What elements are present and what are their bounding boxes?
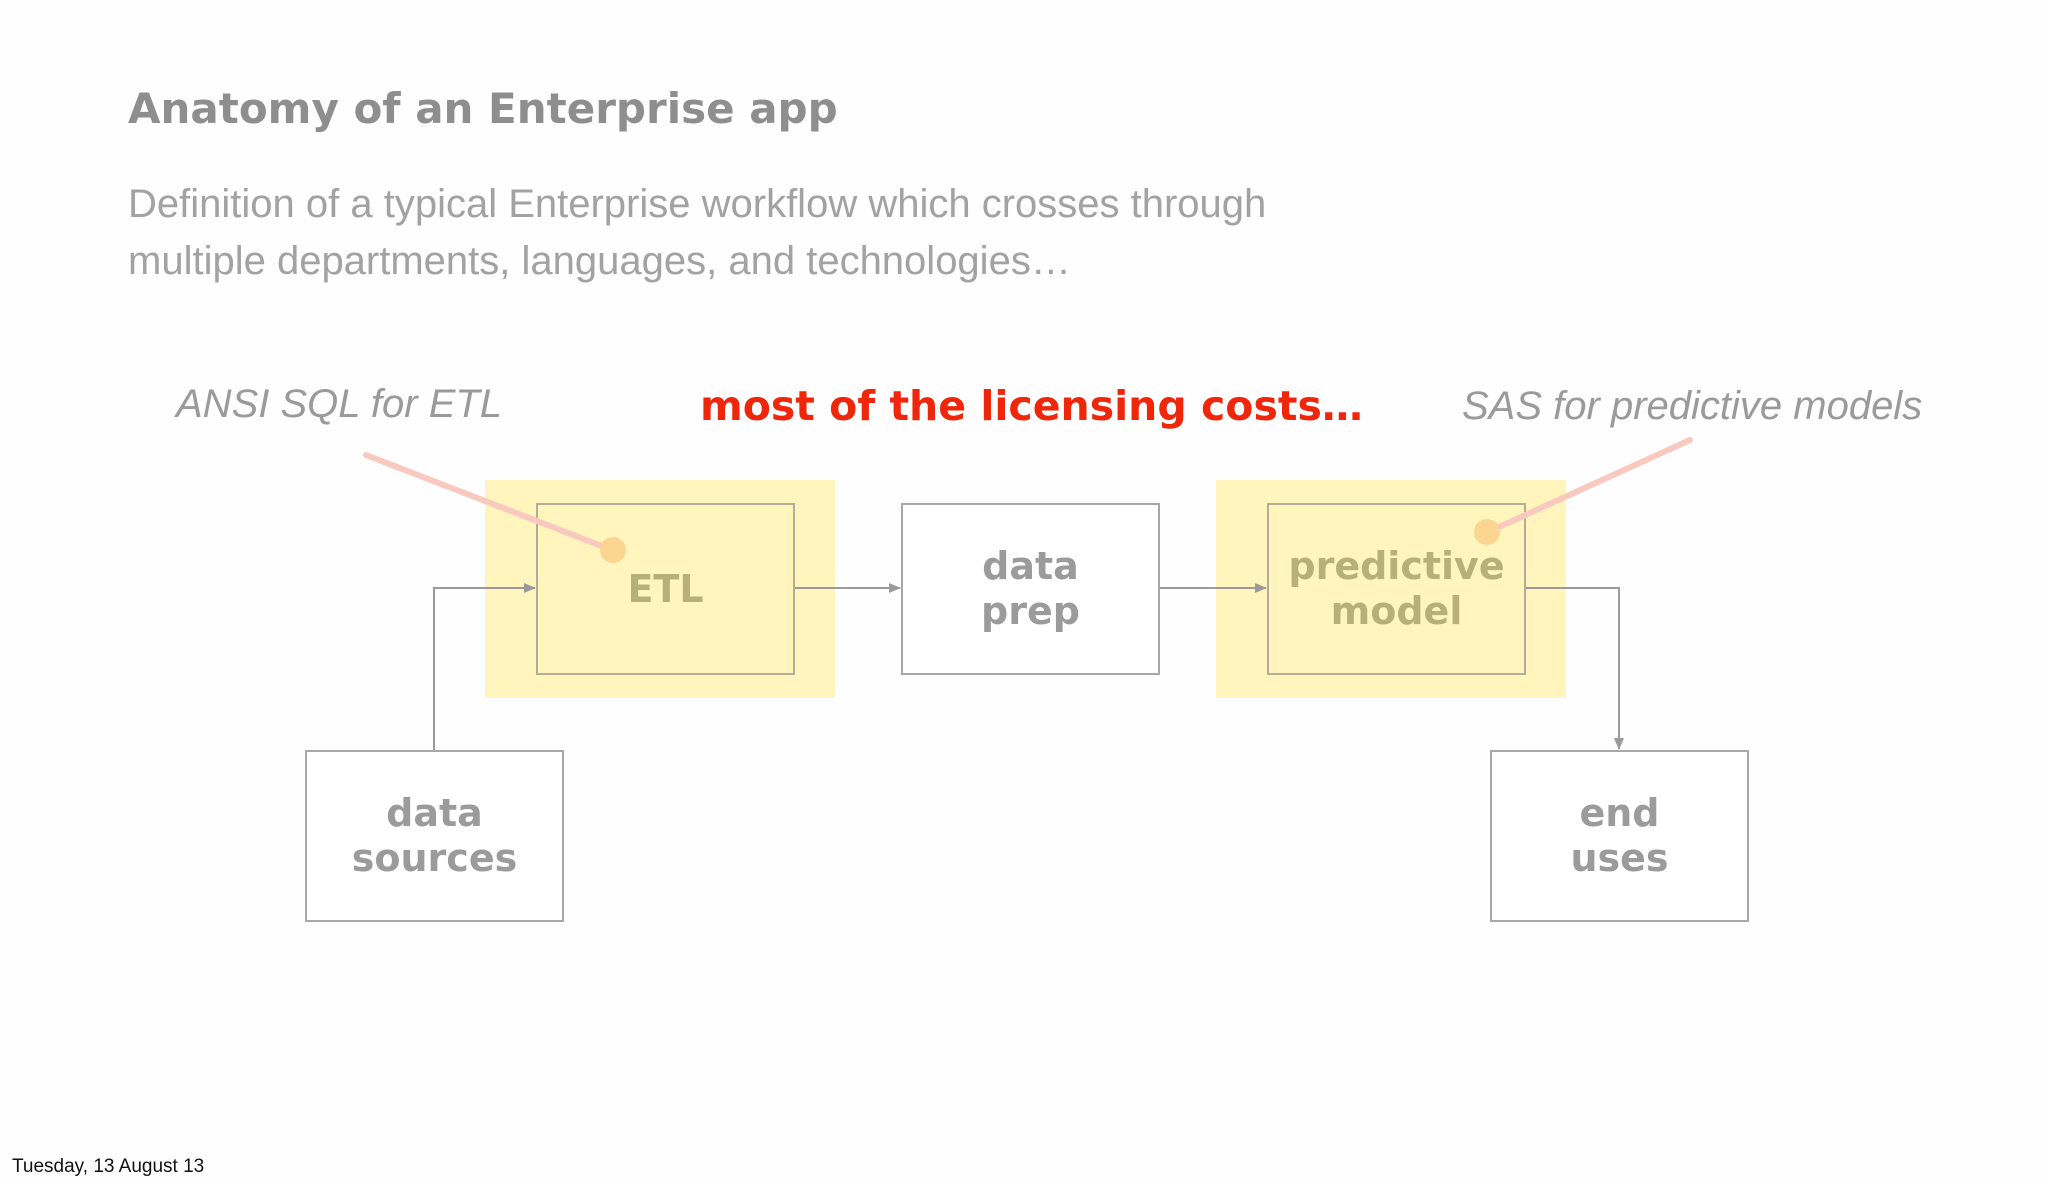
node-data-prep-label-1: data <box>982 544 1079 588</box>
node-data-sources-label-1: data <box>386 791 483 835</box>
node-etl: ETL <box>536 503 795 675</box>
subtitle-line-1: Definition of a typical Enterprise workf… <box>128 182 1267 226</box>
slide-title: Anatomy of an Enterprise app <box>128 84 838 133</box>
node-predictive-model-label-2: model <box>1330 589 1463 633</box>
node-end-uses: end uses <box>1490 750 1749 922</box>
node-etl-label: ETL <box>627 566 704 611</box>
node-data-sources-label-2: sources <box>351 836 518 880</box>
slide-subtitle: Definition of a typical Enterprise workf… <box>128 176 1428 290</box>
subtitle-line-2: multiple departments, languages, and tec… <box>128 239 1071 283</box>
footer-date: Tuesday, 13 August 13 <box>12 1156 205 1177</box>
annotation-sas: SAS for predictive models <box>1462 384 1923 428</box>
annotation-licensing-costs: most of the licensing costs… <box>700 382 1363 430</box>
node-data-prep: data prep <box>901 503 1160 675</box>
annotation-ansi-sql: ANSI SQL for ETL <box>176 382 503 426</box>
node-data-sources: data sources <box>305 750 564 922</box>
node-end-uses-label-2: uses <box>1570 836 1669 880</box>
node-data-prep-label-2: prep <box>981 589 1080 633</box>
node-end-uses-label-1: end <box>1579 791 1660 835</box>
node-predictive-model-label-1: predictive <box>1288 544 1505 588</box>
node-predictive-model: predictive model <box>1267 503 1526 675</box>
